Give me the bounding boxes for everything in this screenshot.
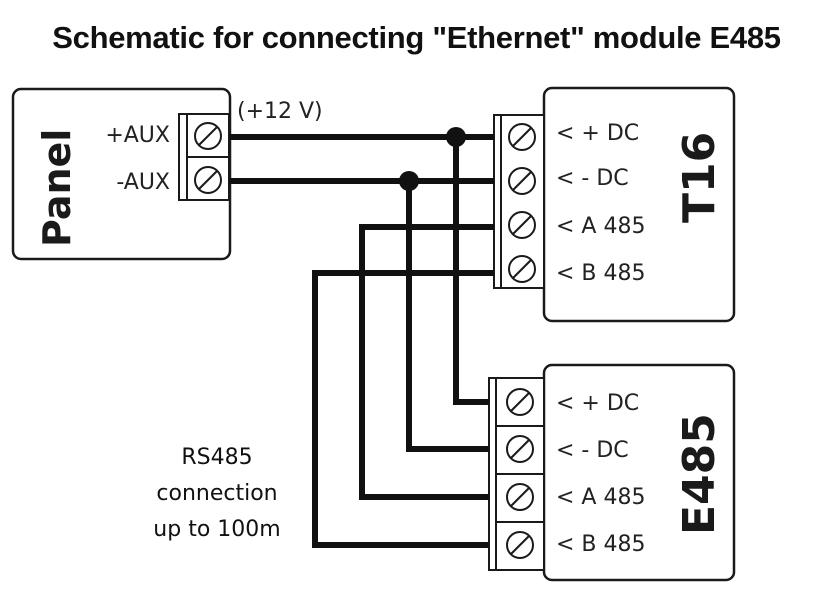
screw-icon [508,167,536,195]
panel-terminal-block [178,113,230,201]
diagram-title: Schematic for connecting "Ethernet" modu… [52,20,781,55]
wire-plus-dc-e485 [453,137,489,405]
screw-icon [506,435,534,463]
voltage-note: (+12 V) [237,99,323,124]
rs485-note-line: connection [156,481,277,506]
t16-terminal-block [493,114,545,289]
screw-icon [508,255,536,283]
e485-terminal-label: < A 485 [556,485,645,510]
rs485-note-line: up to 100m [153,517,280,542]
screw-icon [194,122,222,150]
screw-icon [506,483,534,511]
t16-label: T16 [674,132,725,223]
junction-dot [399,171,419,191]
e485-terminal-label: < - DC [556,438,629,463]
t16-terminal-label: < B 485 [556,261,646,286]
screw-icon [194,166,222,194]
e485-terminal-label: < B 485 [556,532,646,557]
e485-terminal-block [488,377,545,571]
panel-terminal-label: +AUX [105,123,170,148]
panel-terminal-label: -AUX [116,170,170,195]
wire-b485 [312,270,494,548]
screw-icon [508,123,536,151]
wire-minus-dc-e485 [406,181,489,452]
screw-icon [508,211,536,239]
t16-terminal-label: < + DC [556,121,639,146]
panel-label: Panel [35,129,79,247]
t16-terminal-label: < A 485 [556,214,645,239]
junction-dot [446,127,466,147]
e485-label: E485 [674,413,725,535]
t16-terminal-label: < - DC [556,166,629,191]
wire-a485 [359,224,494,500]
screw-icon [506,531,534,559]
rs485-note-line: RS485 [181,445,252,470]
screw-icon [506,388,534,416]
e485-terminal-label: < + DC [556,391,639,416]
